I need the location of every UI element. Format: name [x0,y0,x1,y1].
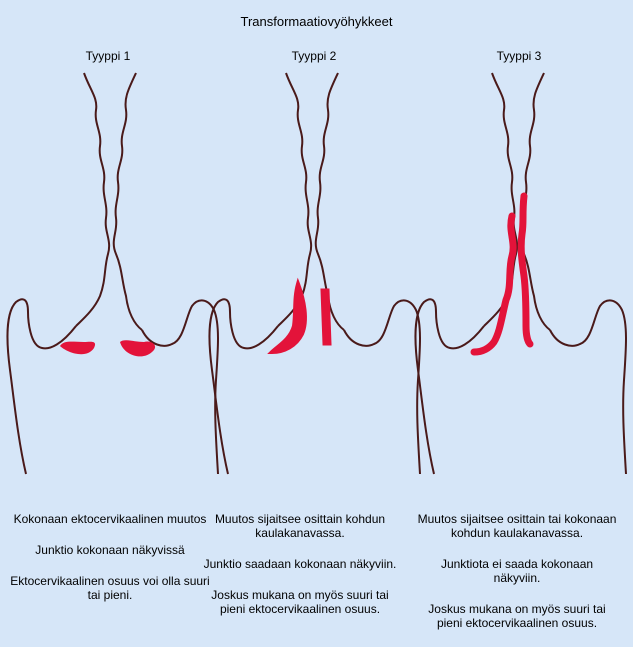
description-change: Kokonaan ektocervikaalinen muutos [13,512,207,526]
description-ectocervical: Joskus mukana on myös suuri tai pieni ek… [211,588,389,616]
description-junction: Junktiota ei saada kokonaan näkyviin. [440,557,594,585]
zone-left-type2 [267,277,307,355]
cervix-type2 [208,72,421,475]
description-type3: Muutos sijaitsee osittain tai kokonaan k… [417,512,617,647]
cervix-diagrams [6,72,627,475]
zone-right-type3 [517,192,534,348]
cervix-type1 [6,72,219,475]
description-junction: Junktio saadaan kokonaan näkyviin. [203,557,397,571]
description-type2: Muutos sijaitsee osittain kohdun kaulaka… [200,512,400,633]
label-type3: Tyyppi 3 [496,49,542,63]
description-type1: Kokonaan ektocervikaalinen muutos Junkti… [10,512,210,619]
description-junction: Junktio kokonaan näkyvissä [35,543,185,557]
zone-right-type2 [320,288,332,346]
description-ectocervical: Ektocervikaalinen osuus voi olla suuri t… [10,574,210,602]
zone-right-type1 [120,340,156,357]
label-type1: Tyyppi 1 [85,49,131,63]
zone-left-type3 [470,212,517,356]
description-ectocervical: Joskus mukana on myös suuri tai pieni ek… [428,602,606,630]
cervix-type3 [414,72,627,475]
diagram-title: Transformaatiovyöhykkeet [240,14,393,29]
description-change: Muutos sijaitsee osittain tai kokonaan k… [417,512,617,540]
description-change: Muutos sijaitsee osittain kohdun kaulaka… [214,512,386,540]
label-type2: Tyyppi 2 [291,49,337,63]
zone-left-type1 [60,341,96,355]
